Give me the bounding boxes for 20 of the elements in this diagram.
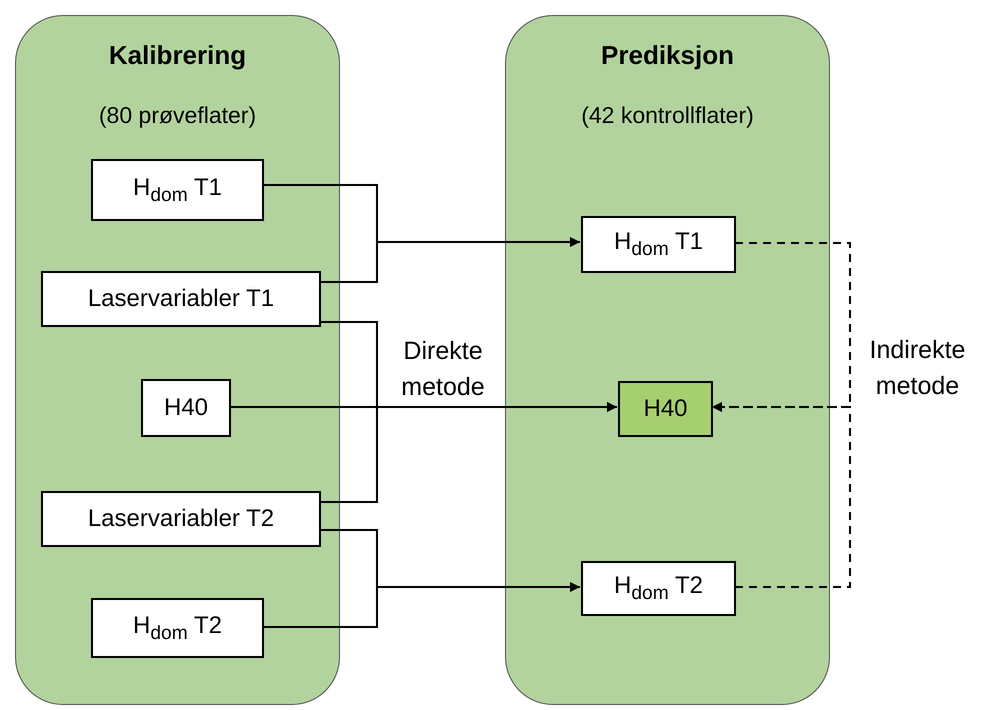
arrow [263, 582, 580, 628]
variable-box: H40 [141, 379, 231, 437]
arrow [712, 402, 851, 588]
panel-subtitle: (42 kontrollflater) [580, 102, 755, 129]
panel-heading: Kalibrering [108, 40, 248, 71]
variable-box: H$_{dom}$ T2 [581, 561, 736, 616]
variable-box: H$_{dom}$ T1 [91, 159, 264, 221]
panel-subtitle: (80 prøveflater) [98, 102, 258, 129]
variable-box: H$_{dom}$ T2 [91, 598, 264, 658]
method-label: Direkte metode [400, 336, 486, 403]
arrow [320, 402, 617, 503]
variable-box: Laservariabler T1 [41, 271, 321, 327]
panel-heading: Prediksjon [600, 40, 735, 71]
group-panel [15, 15, 340, 705]
method-label: Indirekte metode [868, 335, 966, 402]
arrow [320, 237, 580, 283]
highlighted-box: H40 [618, 381, 713, 437]
variable-box: Laservariabler T2 [41, 491, 321, 547]
group-panel [505, 15, 830, 705]
variable-box: H$_{dom}$ T1 [581, 216, 736, 273]
